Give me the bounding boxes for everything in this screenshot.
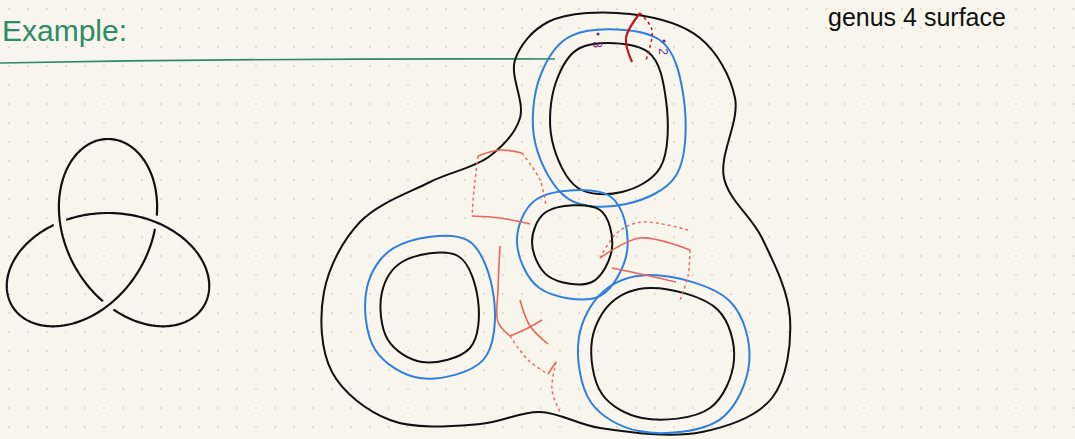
trefoil-knot — [7, 139, 209, 326]
title-underline — [0, 59, 555, 63]
surface-hole — [550, 43, 668, 194]
red-curve-hidden — [510, 336, 548, 374]
knot-over-strand — [103, 213, 196, 250]
red-curve — [472, 216, 530, 224]
red-curve-hidden — [600, 222, 688, 258]
crossing-gap — [64, 264, 143, 326]
knot-over-strand — [64, 264, 143, 326]
curve-number: 2 — [656, 48, 669, 55]
marker-dot — [662, 39, 665, 42]
red-curve-hidden — [552, 362, 560, 412]
meridian-curve — [626, 13, 640, 62]
red-curve-hidden — [472, 156, 478, 216]
red-curve-hidden — [680, 250, 690, 300]
surface-hole — [532, 205, 612, 284]
crossing-gap — [59, 174, 79, 273]
meridian-curve-hidden — [640, 13, 652, 60]
genus-4-surface — [321, 12, 790, 434]
blue-curve — [365, 236, 495, 379]
surface-hole — [591, 288, 734, 420]
red-curve — [478, 150, 522, 156]
red-curve — [497, 246, 510, 336]
knot-strand — [7, 139, 209, 326]
marker-dot — [596, 32, 599, 35]
blue-curve — [578, 275, 750, 433]
surface-hole — [380, 253, 478, 363]
red-curve — [520, 300, 548, 344]
curve-number: 3 — [590, 41, 603, 48]
crossing-gap — [103, 213, 196, 250]
surface-outline — [321, 12, 790, 434]
red-curve — [612, 268, 676, 282]
knot-over-strand — [59, 174, 79, 273]
title: Example: — [2, 14, 127, 47]
blue-curve — [533, 29, 686, 206]
red-curve — [600, 238, 690, 258]
red-curve-hidden — [522, 153, 546, 206]
blue-curve — [517, 190, 628, 299]
surface-label: genus 4 surface — [828, 4, 1006, 32]
